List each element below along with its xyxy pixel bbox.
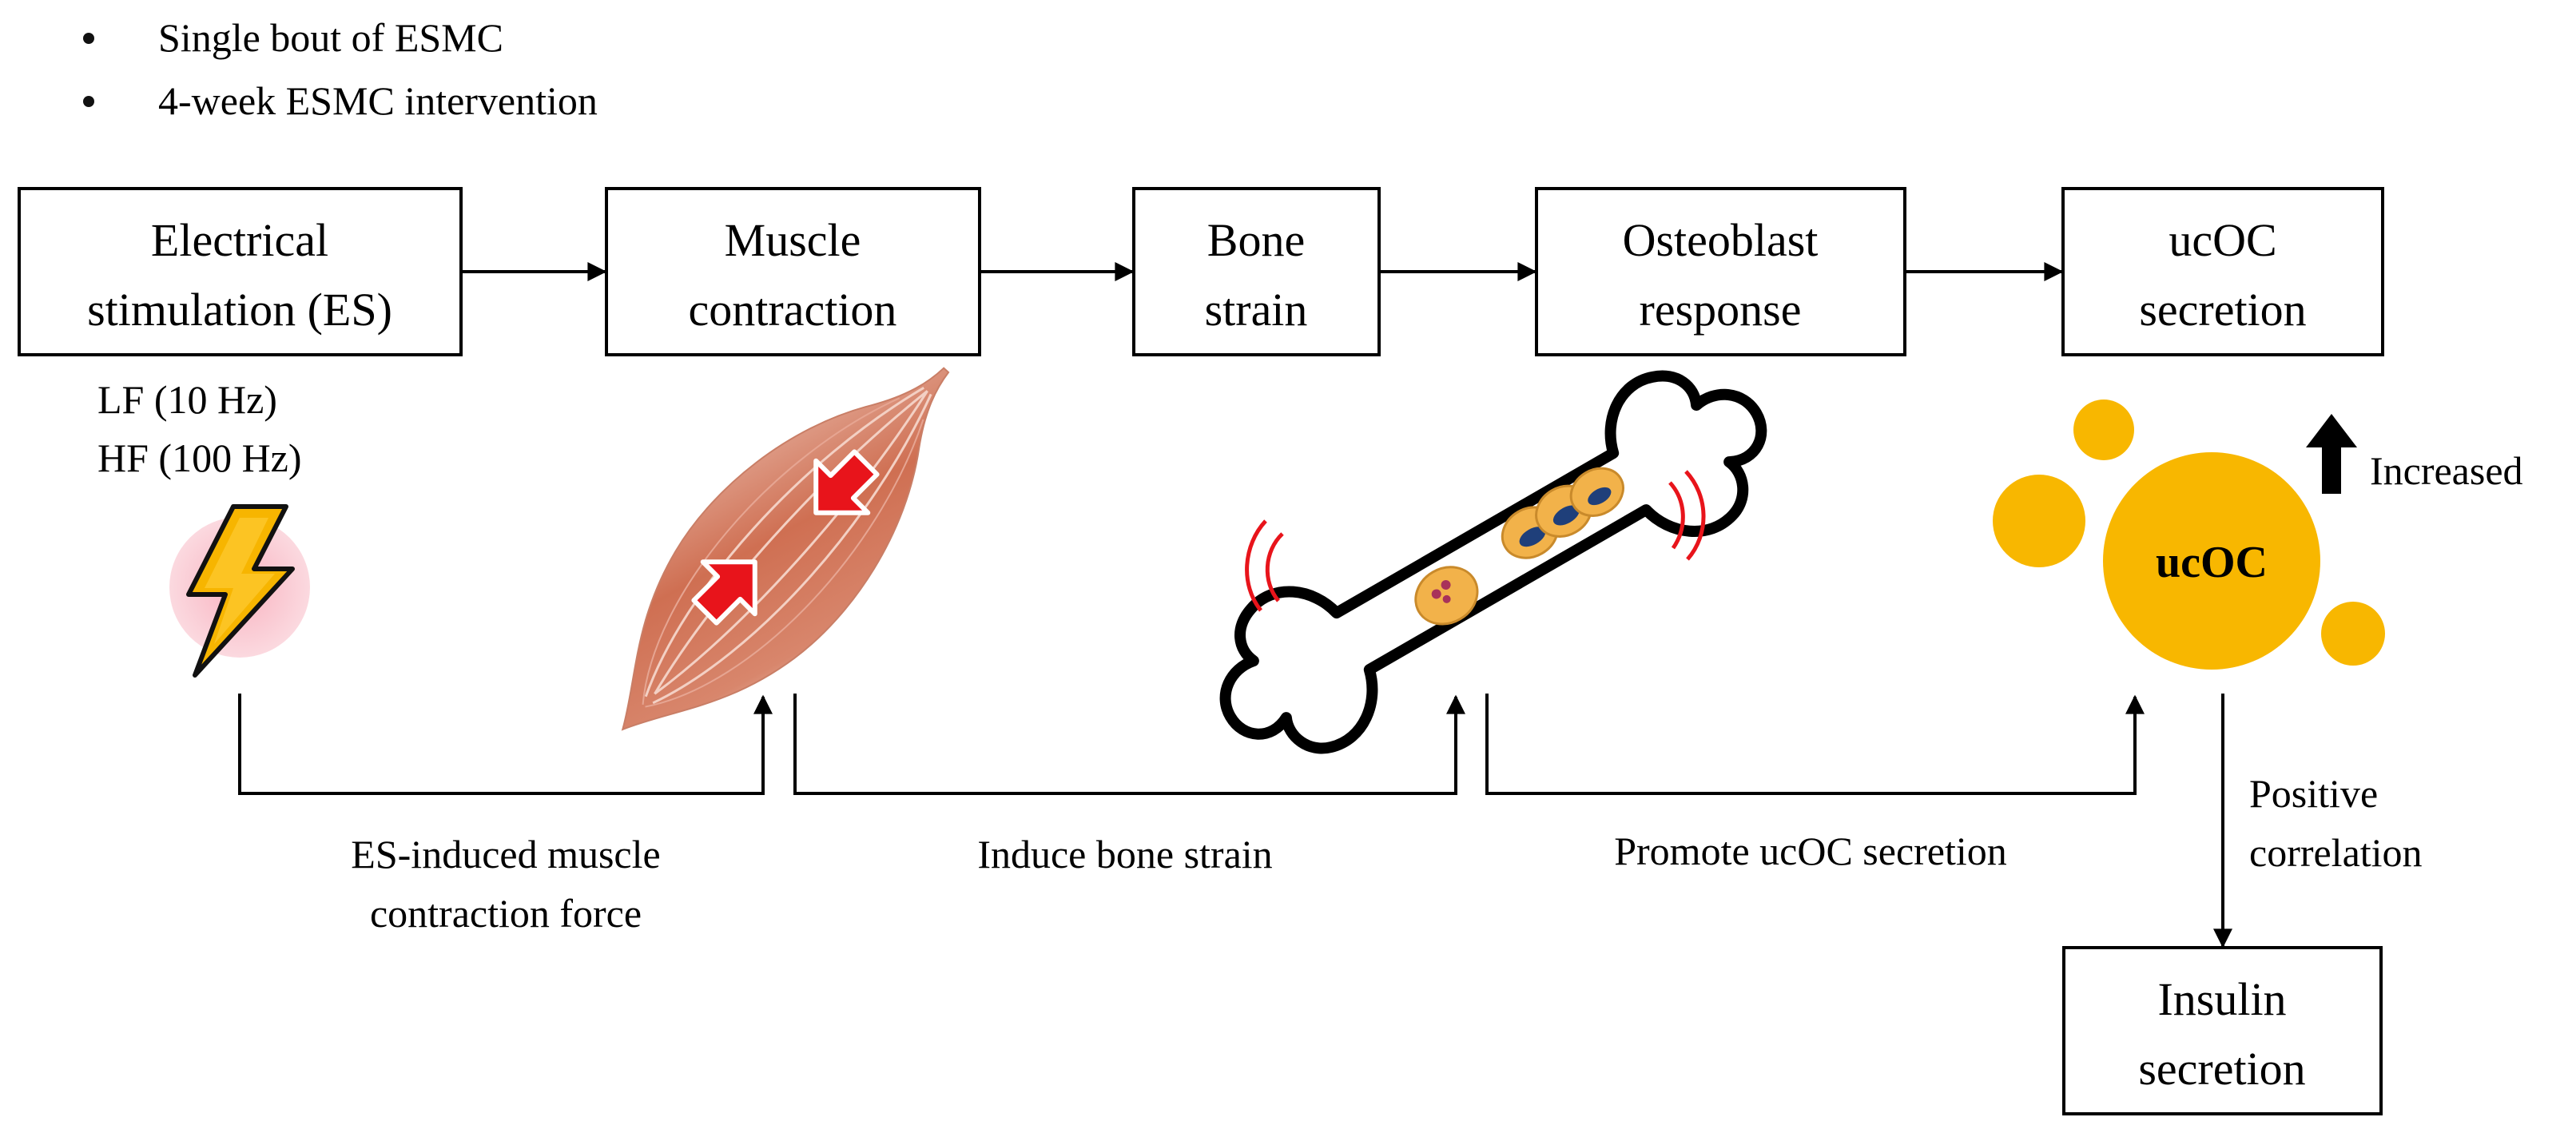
feedback-arrows	[238, 694, 2232, 948]
es-force-label-line1: ES-induced muscle	[351, 832, 660, 877]
hf-label: HF (100 Hz)	[97, 435, 302, 480]
box-label-line2: contraction	[689, 284, 897, 336]
box-label-line1: Osteoblast	[1623, 214, 1819, 266]
bullet-dot	[83, 33, 94, 44]
box-osteoblast-response: Osteoblast response	[1535, 187, 1906, 356]
box-label-line2: secretion	[2139, 284, 2306, 336]
correlation-label-line1: Positive	[2249, 771, 2378, 816]
contraction-arrow-lower	[691, 559, 757, 626]
arrow-promote-ucoc	[1485, 694, 2145, 795]
ucoc-main-circle	[2103, 452, 2320, 670]
ucoc-small-circle	[2073, 400, 2134, 460]
arrow-induce-bone-strain	[793, 694, 1465, 795]
lightning-icon	[169, 504, 310, 678]
ucoc-small-circle	[1993, 475, 2085, 567]
vibration-marks-right	[1668, 470, 1706, 561]
box-label-line1: Bone	[1207, 214, 1305, 266]
es-force-label-line2: contraction force	[370, 891, 642, 936]
box-label-line1: Electrical	[151, 214, 328, 266]
bullet-list: Single bout of ESMC 4-week ESMC interven…	[83, 15, 598, 123]
box-insulin-secretion: Insulin secretion	[2062, 946, 2383, 1115]
bone-icon	[1219, 370, 1767, 754]
box-label-line2: response	[1640, 284, 1802, 336]
box-muscle-contraction: Muscle contraction	[605, 187, 981, 356]
box-bone-strain: Bone strain	[1132, 187, 1381, 356]
box-label-line2: strain	[1205, 284, 1308, 336]
ucoc-graphic: ucOC Increased	[1993, 400, 2523, 670]
box-label-line2: stimulation (ES)	[87, 284, 392, 336]
promote-ucoc-label: Promote ucOC secretion	[1614, 829, 2007, 873]
osteoblast-cells	[1414, 467, 1624, 626]
box-electrical-stimulation: Electrical stimulation (ES)	[18, 187, 463, 356]
increased-arrow-icon	[2306, 414, 2357, 494]
correlation-label-line2: correlation	[2249, 830, 2423, 875]
box-label-line1: Insulin	[2157, 973, 2286, 1025]
bullet-dot	[83, 96, 94, 107]
bullet-item-single-bout: Single bout of ESMC	[158, 15, 503, 60]
induce-bone-strain-label: Induce bone strain	[977, 832, 1272, 877]
box-ucoc-secretion: ucOC secretion	[2061, 187, 2384, 356]
box-label-line2: secretion	[2138, 1043, 2305, 1095]
arrow-es-force	[238, 694, 773, 795]
ucoc-circle-label: ucOC	[2156, 538, 2268, 587]
lf-label: LF (10 Hz)	[97, 377, 277, 422]
box-label-line1: ucOC	[2169, 214, 2276, 266]
bullet-item-4-week: 4-week ESMC intervention	[158, 78, 598, 123]
vibration-marks-left	[1245, 519, 1284, 612]
contraction-arrow-upper	[813, 449, 880, 515]
box-label-line1: Muscle	[725, 214, 861, 266]
increased-label: Increased	[2370, 448, 2523, 493]
ucoc-small-circle	[2321, 602, 2385, 666]
muscle-icon	[621, 367, 950, 731]
